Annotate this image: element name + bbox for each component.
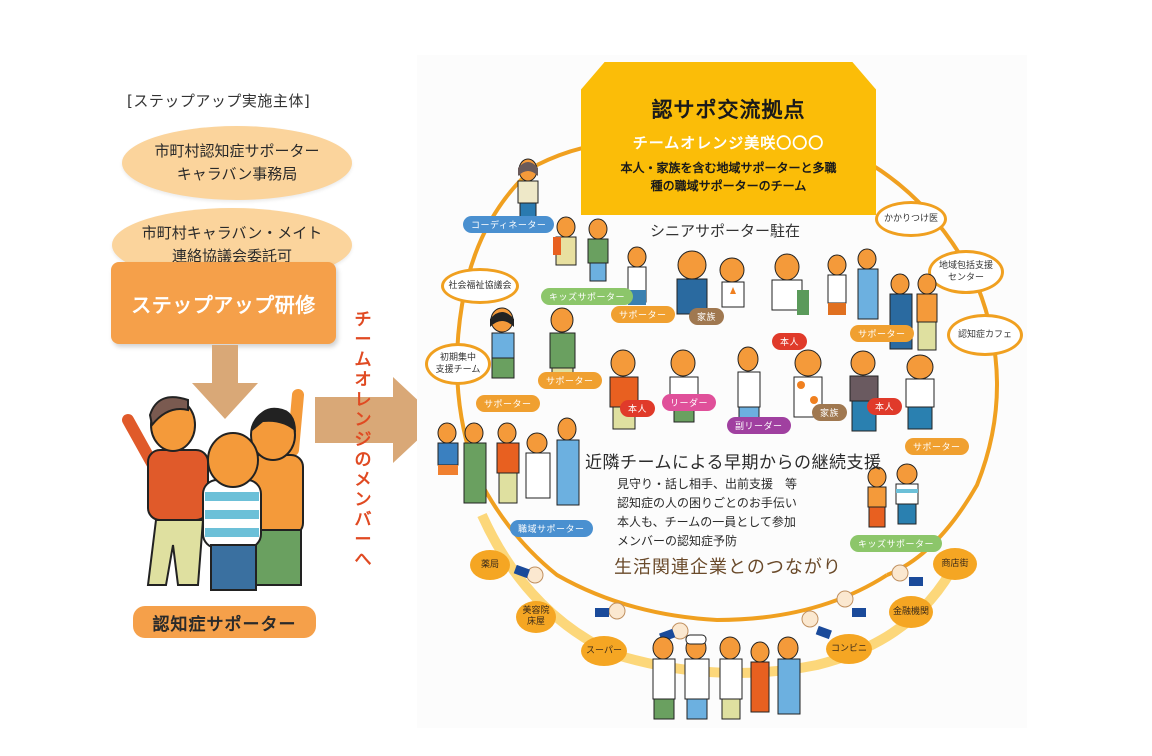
tag-leader: リーダー xyxy=(662,394,717,411)
dementia-supporters-illustration xyxy=(122,389,304,591)
implementing-body-heading: [ステップアップ実施主体] xyxy=(127,92,311,110)
tag-family-1: 家族 xyxy=(689,308,725,325)
node-community-support-center: 地域包括支援 センター xyxy=(928,250,1004,294)
caravan-mate-line2: 連絡協議会委託可 xyxy=(171,247,292,265)
support-activities-list: 見守り・話し相手、出前支援 等 認知症の人の困りごとのお手伝い 本人も、チームの… xyxy=(617,475,797,551)
tag-kids-supporter-1: キッズサポーター xyxy=(541,288,634,305)
biz-salon-line1: 美容院 xyxy=(522,606,550,616)
business-staff-figures xyxy=(652,634,801,720)
dementia-supporter-text: 認知症サポーター xyxy=(152,614,297,635)
tag-sub-leader: 副リーダー xyxy=(727,417,791,434)
caravan-mate-line1: 市町村キャラバン・メイト xyxy=(141,224,323,242)
node-early-line1: 初期集中 xyxy=(439,353,476,363)
biz-node-pharmacy: 薬局 xyxy=(470,550,510,580)
biz-bank-label: 金融機関 xyxy=(892,606,929,617)
tag-kids-supporter-2: キッズサポーター xyxy=(850,535,943,552)
biz-salon-line2: 床屋 xyxy=(526,617,545,627)
node-community-line2: センター xyxy=(947,273,984,283)
biz-super-label: スーパー xyxy=(586,645,622,656)
tag-supporter-4: サポーター xyxy=(476,395,540,412)
biz-node-convenience-store: コンビニ xyxy=(826,634,872,664)
down-arrow-icon xyxy=(192,345,258,419)
node-dementia-cafe: 認知症カフェ xyxy=(947,314,1023,356)
supporters-left-figures xyxy=(490,307,576,389)
node-social-welfare-label: 社会福祉協議会 xyxy=(448,281,512,291)
biz-konbini-label: コンビニ xyxy=(830,643,867,654)
hub-desc-line1: 本人・家族を含む地域サポーターと多職 xyxy=(620,161,837,175)
tag-supporter-5: サポーター xyxy=(905,438,969,455)
hub-desc-line2: 種の職域サポーターのチーム xyxy=(650,179,807,193)
step-up-training-label: ステップアップ研修 xyxy=(131,292,316,317)
node-dementia-cafe-label: 認知症カフェ xyxy=(957,330,1012,340)
two-men-figures xyxy=(889,273,938,351)
senior-group-figures xyxy=(627,246,879,320)
right-arrow-icon xyxy=(315,377,439,463)
caravan-office-ellipse: 市町村認知症サポーター キャラバン事務局 xyxy=(122,126,352,200)
tag-supporter-1: サポーター xyxy=(611,306,675,323)
workplace-supporters-figures xyxy=(437,417,580,506)
team-name: チームオレンジ美咲〇〇〇 xyxy=(632,134,825,152)
tag-family-2: 家族 xyxy=(812,404,848,421)
tag-person-3: 本人 xyxy=(867,398,903,415)
tag-person-1: 本人 xyxy=(772,333,808,350)
node-early-line2: 支援チーム xyxy=(435,365,481,375)
caravan-office-line2: キャラバン事務局 xyxy=(176,165,298,183)
tag-supporter-3: サポーター xyxy=(538,372,602,389)
node-community-line1: 地域包括支援 xyxy=(938,261,993,271)
tag-supporter-2: サポーター xyxy=(850,325,914,342)
to-team-orange-members-text: チームオレンジのメンバーへ xyxy=(354,310,372,570)
kids-figures xyxy=(867,463,919,528)
support-item: 見守り・話し相手、出前支援 等 xyxy=(617,477,798,491)
coordinator-figure xyxy=(517,158,539,220)
node-early-intensive-team: 初期集中 支援チーム xyxy=(425,343,491,385)
senior-supporter-text: シニアサポーター駐在 xyxy=(650,222,801,240)
support-item: 認知症の人の困りごとのお手伝い xyxy=(617,496,797,510)
tag-coordinator: コーディネーター xyxy=(463,216,555,233)
caravan-office-line1: 市町村認知症サポーター xyxy=(154,142,320,160)
biz-pharmacy-label: 薬局 xyxy=(480,559,499,570)
biz-node-salon: 美容院 床屋 xyxy=(516,601,556,633)
tag-workplace-supporter: 職域サポーター xyxy=(510,520,593,537)
support-item: メンバーの認知症予防 xyxy=(617,534,738,548)
biz-node-shopping-street: 商店街 xyxy=(933,548,977,580)
dementia-supporter-label: 認知症サポーター xyxy=(133,606,316,638)
biz-node-supermarket: スーパー xyxy=(581,636,627,666)
neighborhood-support-title: 近隣チームによる早期からの継続支援 xyxy=(585,453,882,473)
step-up-training-box: ステップアップ研修 xyxy=(111,262,336,344)
biz-shops-label: 商店街 xyxy=(941,558,969,569)
node-family-doctor-label: かかりつけ医 xyxy=(883,214,939,224)
team-members-figures xyxy=(609,346,935,433)
business-connection-title: 生活関連企業とのつながり xyxy=(614,557,842,578)
node-family-doctor: かかりつけ医 xyxy=(875,201,947,237)
dementia-supporter-hub-box: 認サポ交流拠点 チームオレンジ美咲〇〇〇 本人・家族を含む地域サポーターと多職 … xyxy=(581,62,876,215)
kids-supporter-figures xyxy=(553,216,609,282)
node-social-welfare-council: 社会福祉協議会 xyxy=(441,268,519,304)
support-item: 本人も、チームの一員として参加 xyxy=(617,515,796,529)
tag-person-2: 本人 xyxy=(620,400,656,417)
biz-node-bank: 金融機関 xyxy=(889,596,933,628)
hub-title: 認サポ交流拠点 xyxy=(651,98,806,122)
